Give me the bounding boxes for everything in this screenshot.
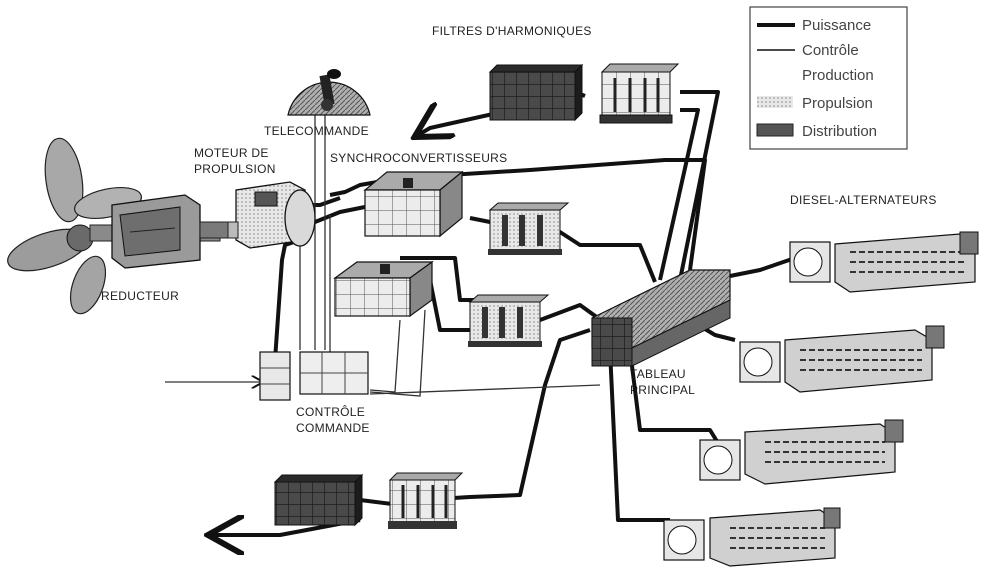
control-command-label-2: COMMANDE (296, 421, 370, 435)
main-switchboard (592, 270, 730, 366)
diesel-generator-4 (664, 508, 840, 566)
control-command-label: CONTRÔLE (296, 404, 365, 419)
legend-power-label: Puissance (802, 17, 871, 34)
main-switchboard-label: TABLEAU (630, 367, 686, 381)
main-switchboard-label-2: PRINCIPAL (630, 383, 695, 397)
converter-transformer-1 (488, 203, 568, 255)
harmonic-filter-cabinet-bottom (275, 475, 362, 525)
legend-control-label: Contrôle (802, 42, 859, 59)
remote-control-label: TELECOMMANDE (264, 124, 369, 138)
synchroconverter-1 (365, 172, 462, 236)
propulsion-motor (228, 182, 315, 248)
synchroconverters-label: SYNCHROCONVERTISSEURS (330, 151, 507, 165)
diesel-generator-2 (740, 326, 944, 392)
harmonic-filter-cabinet-top (490, 65, 582, 120)
legend-propulsion-label: Propulsion (802, 95, 873, 112)
propulsion-motor-label: MOTEUR DE (194, 146, 269, 160)
reducer-label: REDUCTEUR (101, 289, 179, 303)
legend-distribution-swatch (757, 124, 793, 136)
converter-transformer-2 (468, 295, 548, 347)
diesel-generator-3 (700, 420, 903, 484)
diesel-generator-1 (790, 232, 978, 292)
control-command-cabinet (300, 352, 368, 394)
diesel-generators-label: DIESEL-ALTERNATEURS (790, 193, 937, 207)
harmonic-filters-label: FILTRES D'HARMONIQUES (432, 24, 592, 38)
legend-distribution-label: Distribution (802, 123, 877, 140)
legend-production-label: Production (802, 67, 874, 84)
legend: Puissance Contrôle Production Propulsion… (750, 7, 907, 149)
propulsion-motor-label-2: PROPULSION (194, 162, 276, 176)
harmonic-filter-transformer-bottom (388, 473, 462, 529)
remote-control-unit (288, 69, 370, 115)
synchroconverter-2 (335, 262, 432, 316)
control-command-cabinet-small (260, 352, 290, 400)
reduction-gear (90, 195, 238, 268)
legend-propulsion-swatch (757, 96, 793, 108)
harmonic-filter-transformer-top (600, 64, 678, 123)
